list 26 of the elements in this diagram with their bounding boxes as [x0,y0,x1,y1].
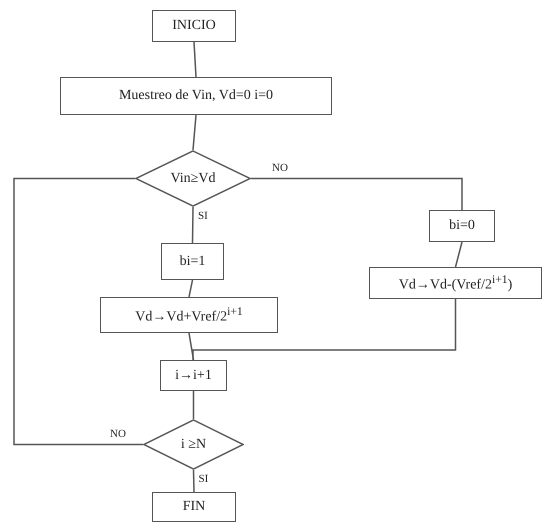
process-box: Muestreo de Vin, Vd=0 i=0 [60,77,332,115]
connector-line [188,280,194,298]
edge-label: SI [198,474,210,485]
connector-line [192,391,194,419]
connector-line [13,178,143,446]
process-box: Vd→Vd+Vref/2$^{i+1}$ [100,297,278,333]
connector-line [192,206,194,244]
process-box: bi=0 [429,210,495,242]
connector-line [193,42,197,78]
terminal-box: INICIO [152,10,236,42]
connector-line [251,178,463,210]
edge-label: SI [197,211,209,222]
edge-label: NO [271,162,289,174]
connector-line [192,299,456,360]
condition-text: Vin≥Vd [170,170,216,186]
decision-diamond [143,419,244,470]
connector-line [192,114,197,150]
process-box: bi=1 [161,243,224,280]
process-box: Vd→Vd-(Vref/2$^{i+1}$) [369,267,542,299]
terminal-box: FIN [152,492,236,522]
connector-line [192,470,195,492]
process-box: i→i+1 [160,360,227,391]
connector-line [454,242,463,268]
condition-text: i ≥N [180,436,206,452]
edge-label: NO [109,428,127,440]
decision-diamond [135,150,251,207]
